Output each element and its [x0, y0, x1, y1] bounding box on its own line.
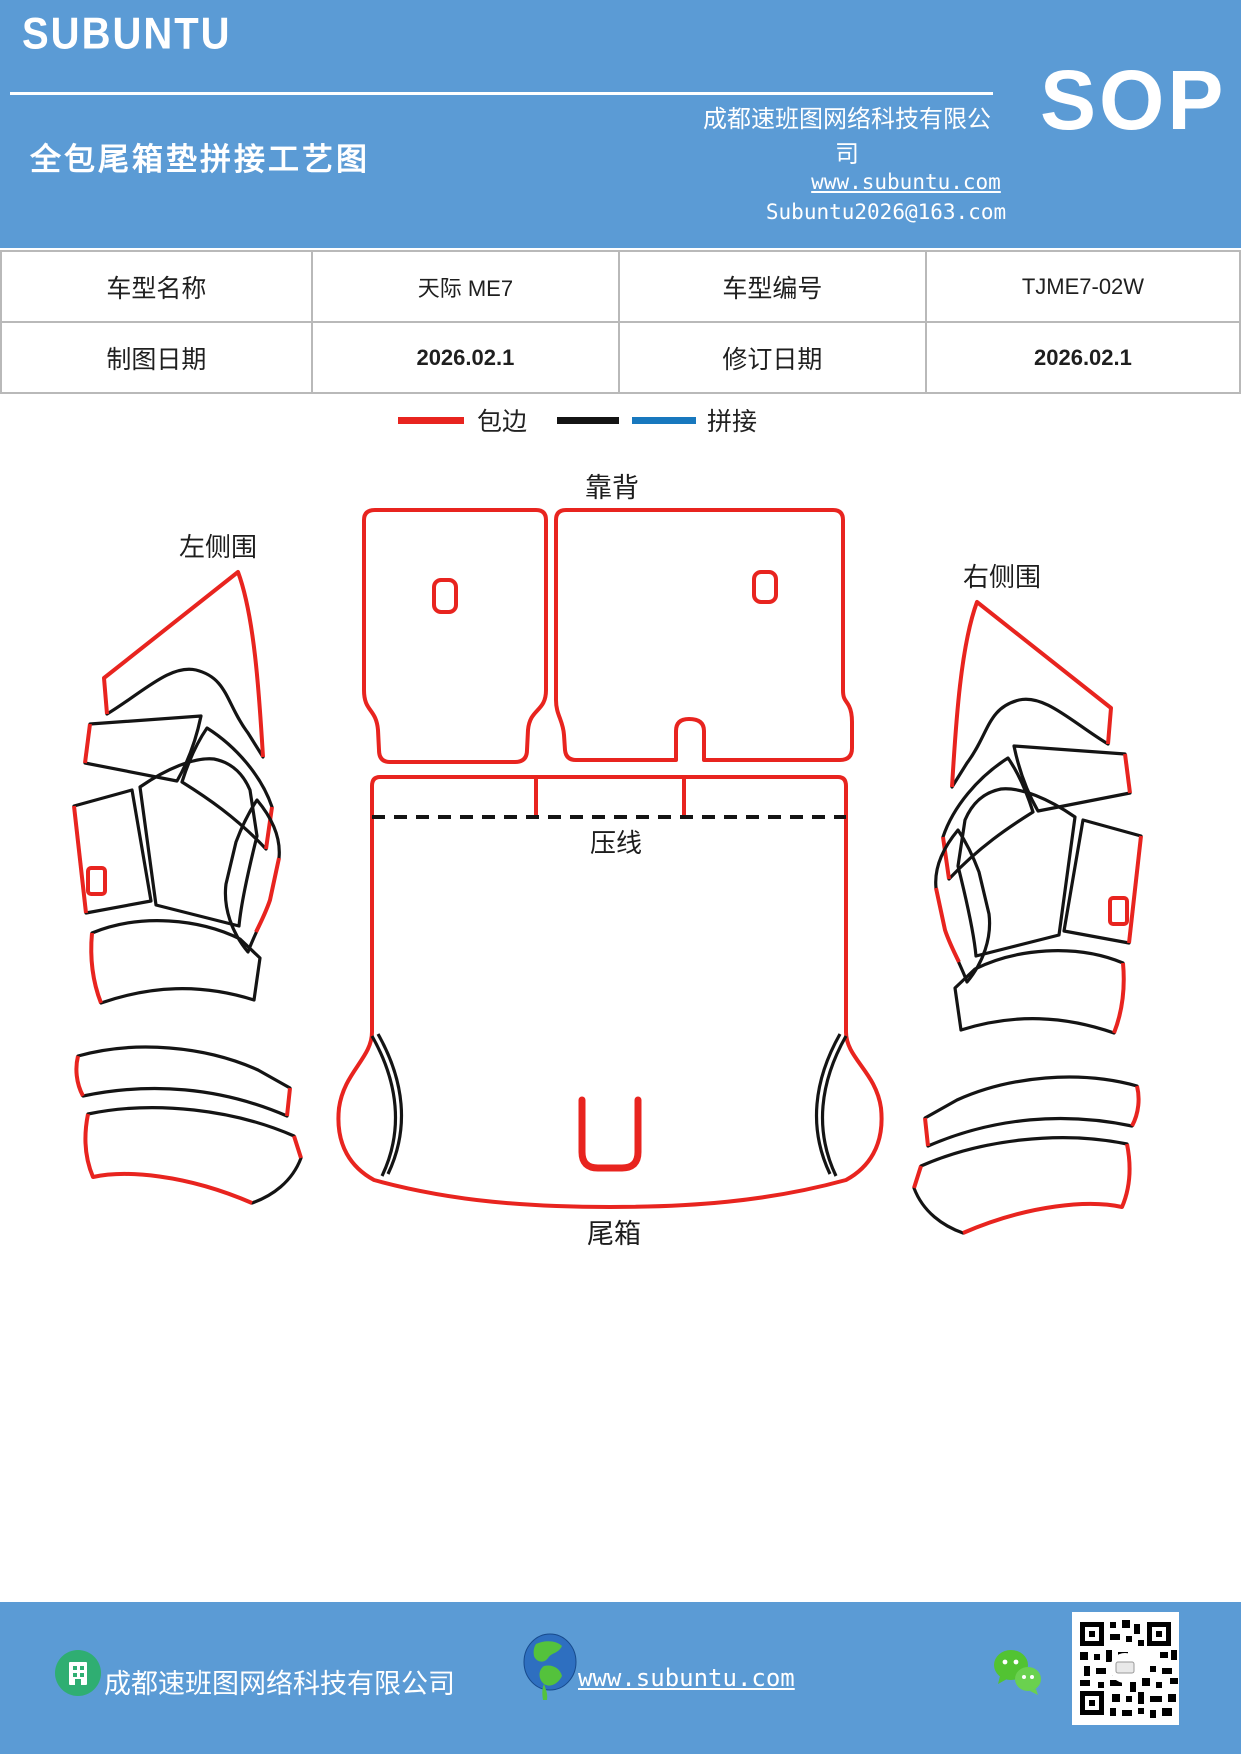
footer-website-link[interactable]: www.subuntu.com	[578, 1664, 795, 1692]
left-side-label: 左侧围	[179, 532, 257, 562]
qr-code	[1072, 1612, 1179, 1725]
arch-splice-right	[814, 1033, 842, 1175]
left-side-pieces	[72, 570, 303, 1205]
trunk-mat-piece	[336, 775, 884, 1209]
company-building-icon	[55, 1650, 101, 1696]
headrest-hole	[752, 570, 778, 604]
model-name-label: 车型名称	[0, 250, 313, 323]
backrest-right-piece	[554, 508, 854, 762]
pattern-diagram: 靠背 左侧围 右侧围 压线 尾箱	[72, 473, 1143, 1249]
draw-date-value: 2026.02.1	[310, 321, 621, 394]
vehicle-info-table: 车型名称 天际 ME7 车型编号 TJME7-02W 制图日期 2026.02.…	[0, 250, 1241, 394]
edging-label: 包边	[477, 408, 528, 436]
strap-hole	[86, 866, 107, 896]
header-email[interactable]: Subuntu2026@163.com	[765, 200, 1007, 224]
table-row: 车型名称 天际 ME7 车型编号 TJME7-02W	[0, 250, 1241, 323]
wechat-icon	[994, 1650, 1041, 1695]
footer-company-name: 成都速班图网络科技有限公司	[104, 1669, 455, 1699]
revise-date-value: 2026.02.1	[924, 321, 1241, 394]
arch-splice-right	[820, 1035, 848, 1177]
header-company-name: 成都速班图网络科技有限公司	[703, 107, 991, 168]
draw-date-label: 制图日期	[0, 321, 313, 394]
model-name-value: 天际 ME7	[310, 250, 621, 323]
headrest-hole	[432, 578, 458, 614]
splice-blue-swatch	[632, 416, 697, 424]
header: SUBUNTU 成都速班图网络科技有限公司 全包尾箱垫拼接工艺图 SOP www…	[0, 0, 1241, 248]
backrest-left-piece	[362, 508, 548, 764]
brand-logo: SUBUNTU	[22, 9, 232, 59]
trunk-label: 尾箱	[587, 1219, 641, 1249]
backrest-label: 靠背	[585, 473, 639, 503]
right-side-label: 右侧围	[963, 562, 1041, 592]
footer: 成都速班图网络科技有限公司 www.subuntu.com	[0, 1602, 1241, 1754]
splice-black-swatch	[557, 416, 620, 424]
header-website-link[interactable]: www.subuntu.com	[811, 170, 1001, 194]
table-row: 制图日期 2026.02.1 修订日期 2026.02.1	[0, 321, 1241, 394]
arch-splice-left	[370, 1035, 398, 1177]
header-divider	[10, 92, 993, 95]
edging-line-swatch	[398, 416, 464, 424]
sop-label: SOP	[1040, 53, 1227, 147]
page-title: 全包尾箱垫拼接工艺图	[30, 142, 370, 177]
model-code-label: 车型编号	[618, 250, 927, 323]
arch-splice-left	[376, 1033, 404, 1175]
revise-date-label: 修订日期	[618, 321, 927, 394]
splice-label: 拼接	[707, 408, 758, 436]
press-line-label: 压线	[590, 828, 642, 858]
legend: 包边 拼接	[398, 402, 757, 438]
handle-cutout	[578, 1096, 642, 1172]
globe-icon	[523, 1633, 577, 1700]
right-side-pieces	[912, 600, 1143, 1235]
model-code-value: TJME7-02W	[924, 250, 1241, 323]
strap-hole	[1108, 896, 1129, 926]
